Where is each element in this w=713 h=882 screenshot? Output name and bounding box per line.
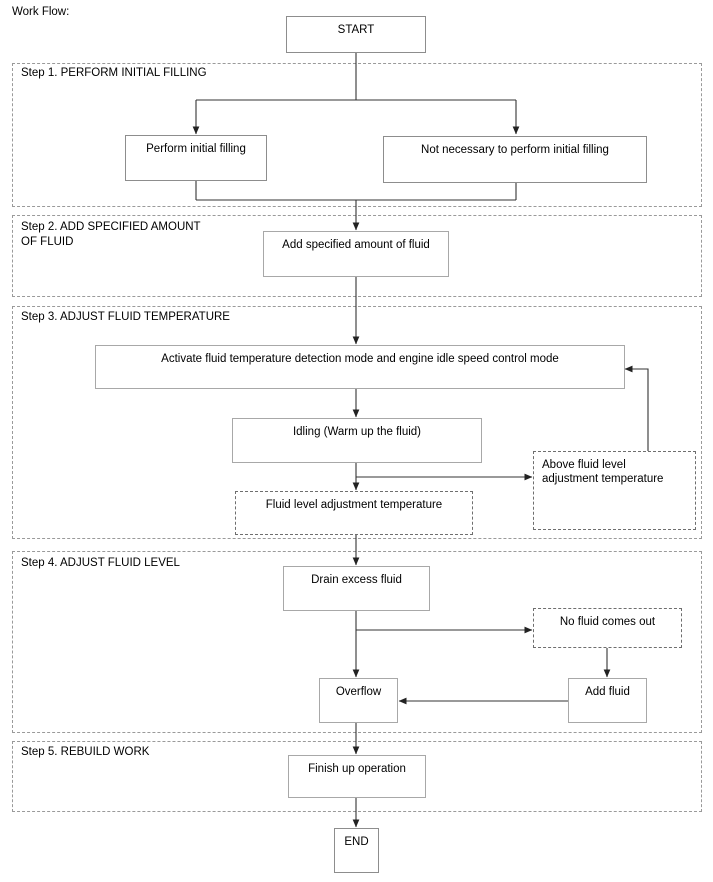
node-add-fluid[interactable]: Add fluid (568, 678, 647, 723)
node-finish-up-operation-label: Finish up operation (308, 763, 406, 775)
group-label-step4: Step 4. ADJUST FLUID LEVEL (21, 557, 180, 569)
node-idling-warm-up[interactable]: Idling (Warm up the fluid) (232, 418, 482, 463)
node-perform-initial-filling[interactable]: Perform initial filling (125, 135, 267, 181)
node-start-label: START (337, 24, 375, 36)
node-end[interactable]: END (334, 828, 379, 873)
node-above-fluid-level-adjustment-temperature-label: Above fluid level adjustment temperature (542, 459, 664, 485)
node-idling-warm-up-label: Idling (Warm up the fluid) (292, 426, 422, 438)
node-drain-excess-fluid-label: Drain excess fluid (311, 574, 402, 586)
group-label-step1: Step 1. PERFORM INITIAL FILLING (21, 67, 207, 79)
group-step5 (12, 741, 702, 812)
node-no-fluid-comes-out[interactable]: No fluid comes out (533, 608, 682, 648)
group-step3 (12, 306, 702, 539)
node-activate-detection-mode[interactable]: Activate fluid temperature detection mod… (95, 345, 625, 389)
group-label-step5: Step 5. REBUILD WORK (21, 746, 150, 758)
node-overflow[interactable]: Overflow (319, 678, 398, 723)
node-fluid-level-adjustment-temperature-label: Fluid level adjustment temperature (265, 499, 443, 511)
group-label-step2: Step 2. ADD SPECIFIED AMOUNT OF FLUID (21, 221, 201, 248)
node-add-specified-amount-of-fluid[interactable]: Add specified amount of fluid (263, 231, 449, 277)
node-not-necessary-initial-filling-label: Not necessary to perform initial filling (421, 144, 609, 156)
group-label-step3: Step 3. ADJUST FLUID TEMPERATURE (21, 311, 230, 323)
node-drain-excess-fluid[interactable]: Drain excess fluid (283, 566, 430, 611)
node-above-fluid-level-adjustment-temperature[interactable]: Above fluid level adjustment temperature (533, 451, 696, 530)
group-step4 (12, 551, 702, 733)
node-no-fluid-comes-out-label: No fluid comes out (559, 616, 656, 628)
node-finish-up-operation[interactable]: Finish up operation (288, 755, 426, 798)
group-step2 (12, 215, 702, 297)
node-add-specified-amount-of-fluid-label: Add specified amount of fluid (282, 239, 430, 251)
node-end-label: END (344, 836, 369, 848)
node-overflow-label: Overflow (335, 686, 382, 698)
node-start[interactable]: START (286, 16, 426, 53)
node-add-fluid-label: Add fluid (585, 686, 630, 698)
node-perform-initial-filling-label: Perform initial filling (146, 143, 246, 155)
diagram-caption: Work Flow: (12, 6, 70, 18)
node-not-necessary-initial-filling[interactable]: Not necessary to perform initial filling (383, 136, 647, 183)
node-fluid-level-adjustment-temperature[interactable]: Fluid level adjustment temperature (235, 491, 473, 535)
node-activate-detection-mode-label: Activate fluid temperature detection mod… (161, 353, 559, 365)
group-step1 (12, 63, 702, 207)
